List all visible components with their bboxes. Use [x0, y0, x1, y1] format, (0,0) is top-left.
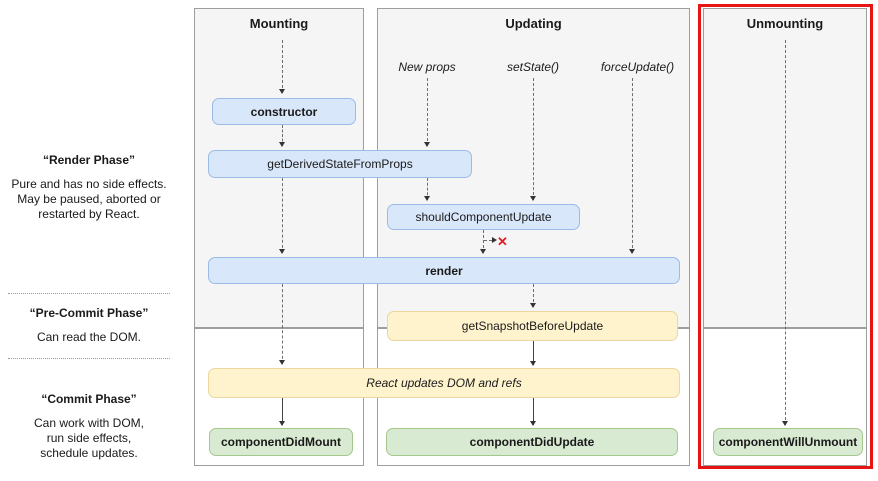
- trigger-new-props: New props: [398, 60, 456, 74]
- unmounting-highlight-frame: [698, 4, 873, 469]
- react-updates-dom-box: React updates DOM and refs: [208, 368, 680, 398]
- commit-phase-title: “Commit Phase”: [41, 392, 137, 406]
- render-phase-desc-line: Pure and has no side effects.: [11, 177, 167, 191]
- commit-phase-desc-line: Can work with DOM,: [33, 416, 145, 430]
- commit-phase-desc-line: run side effects,: [46, 431, 132, 445]
- should-component-update-box: shouldComponentUpdate: [387, 204, 580, 230]
- arrow-get-derived-to-should-update: [424, 178, 430, 201]
- render-phase-desc-line: restarted by React.: [38, 207, 140, 221]
- arrow-react-updates-to-did-update: [530, 398, 536, 426]
- phase-separator: [8, 293, 170, 294]
- column-header-unmounting: Unmounting: [746, 16, 824, 31]
- pre-commit-phase-desc-line: Can read the DOM.: [36, 330, 142, 344]
- commit-phase-desc-line: schedule updates.: [40, 446, 138, 460]
- arrow-force-update-to-render: [629, 78, 635, 254]
- constructor-box: constructor: [212, 98, 356, 125]
- component-did-update-box: componentDidUpdate: [386, 428, 678, 456]
- render-phase-label: “Render Phase” Pure and has no side effe…: [0, 153, 178, 222]
- pre-commit-phase-title: “Pre-Commit Phase”: [29, 306, 149, 320]
- commit-phase-label: “Commit Phase” Can work with DOM, run si…: [0, 392, 178, 461]
- arrow-react-updates-to-did-mount: [279, 398, 285, 426]
- arrow-get-snapshot-to-react-updates: [530, 341, 536, 366]
- arrow-constructor-to-get-derived: [279, 125, 285, 147]
- arrow-render-to-react-updates-mounting: [279, 284, 285, 365]
- render-box: render: [208, 257, 680, 284]
- component-will-unmount-box: componentWillUnmount: [713, 428, 863, 456]
- column-header-mounting: Mounting: [249, 16, 309, 31]
- arrow-unmounting-start-to-will-unmount: [782, 40, 788, 426]
- get-snapshot-before-update-box: getSnapshotBeforeUpdate: [387, 311, 678, 341]
- trigger-set-state: setState(): [506, 60, 560, 74]
- trigger-force-update: forceUpdate(): [600, 60, 675, 74]
- pre-commit-phase-label: “Pre-Commit Phase” Can read the DOM.: [0, 306, 178, 345]
- arrow-should-update-false-branch: [484, 237, 497, 243]
- arrow-new-props-to-get-derived: [424, 78, 430, 147]
- arrow-should-update-to-render: [480, 230, 486, 254]
- phase-separator: [8, 358, 170, 359]
- get-derived-state-from-props-box: getDerivedStateFromProps: [208, 150, 472, 178]
- render-phase-desc-line: May be paused, aborted or: [17, 192, 161, 206]
- skip-update-x-mark: ✕: [497, 234, 508, 249]
- column-header-updating: Updating: [505, 16, 562, 31]
- arrow-set-state-to-should-update: [530, 78, 536, 201]
- arrow-get-derived-to-render-mounting: [279, 178, 285, 254]
- render-phase-title: “Render Phase”: [42, 153, 136, 167]
- arrow-mounting-start-to-constructor: [279, 40, 285, 94]
- component-did-mount-box: componentDidMount: [209, 428, 353, 456]
- arrow-render-to-get-snapshot: [530, 284, 536, 308]
